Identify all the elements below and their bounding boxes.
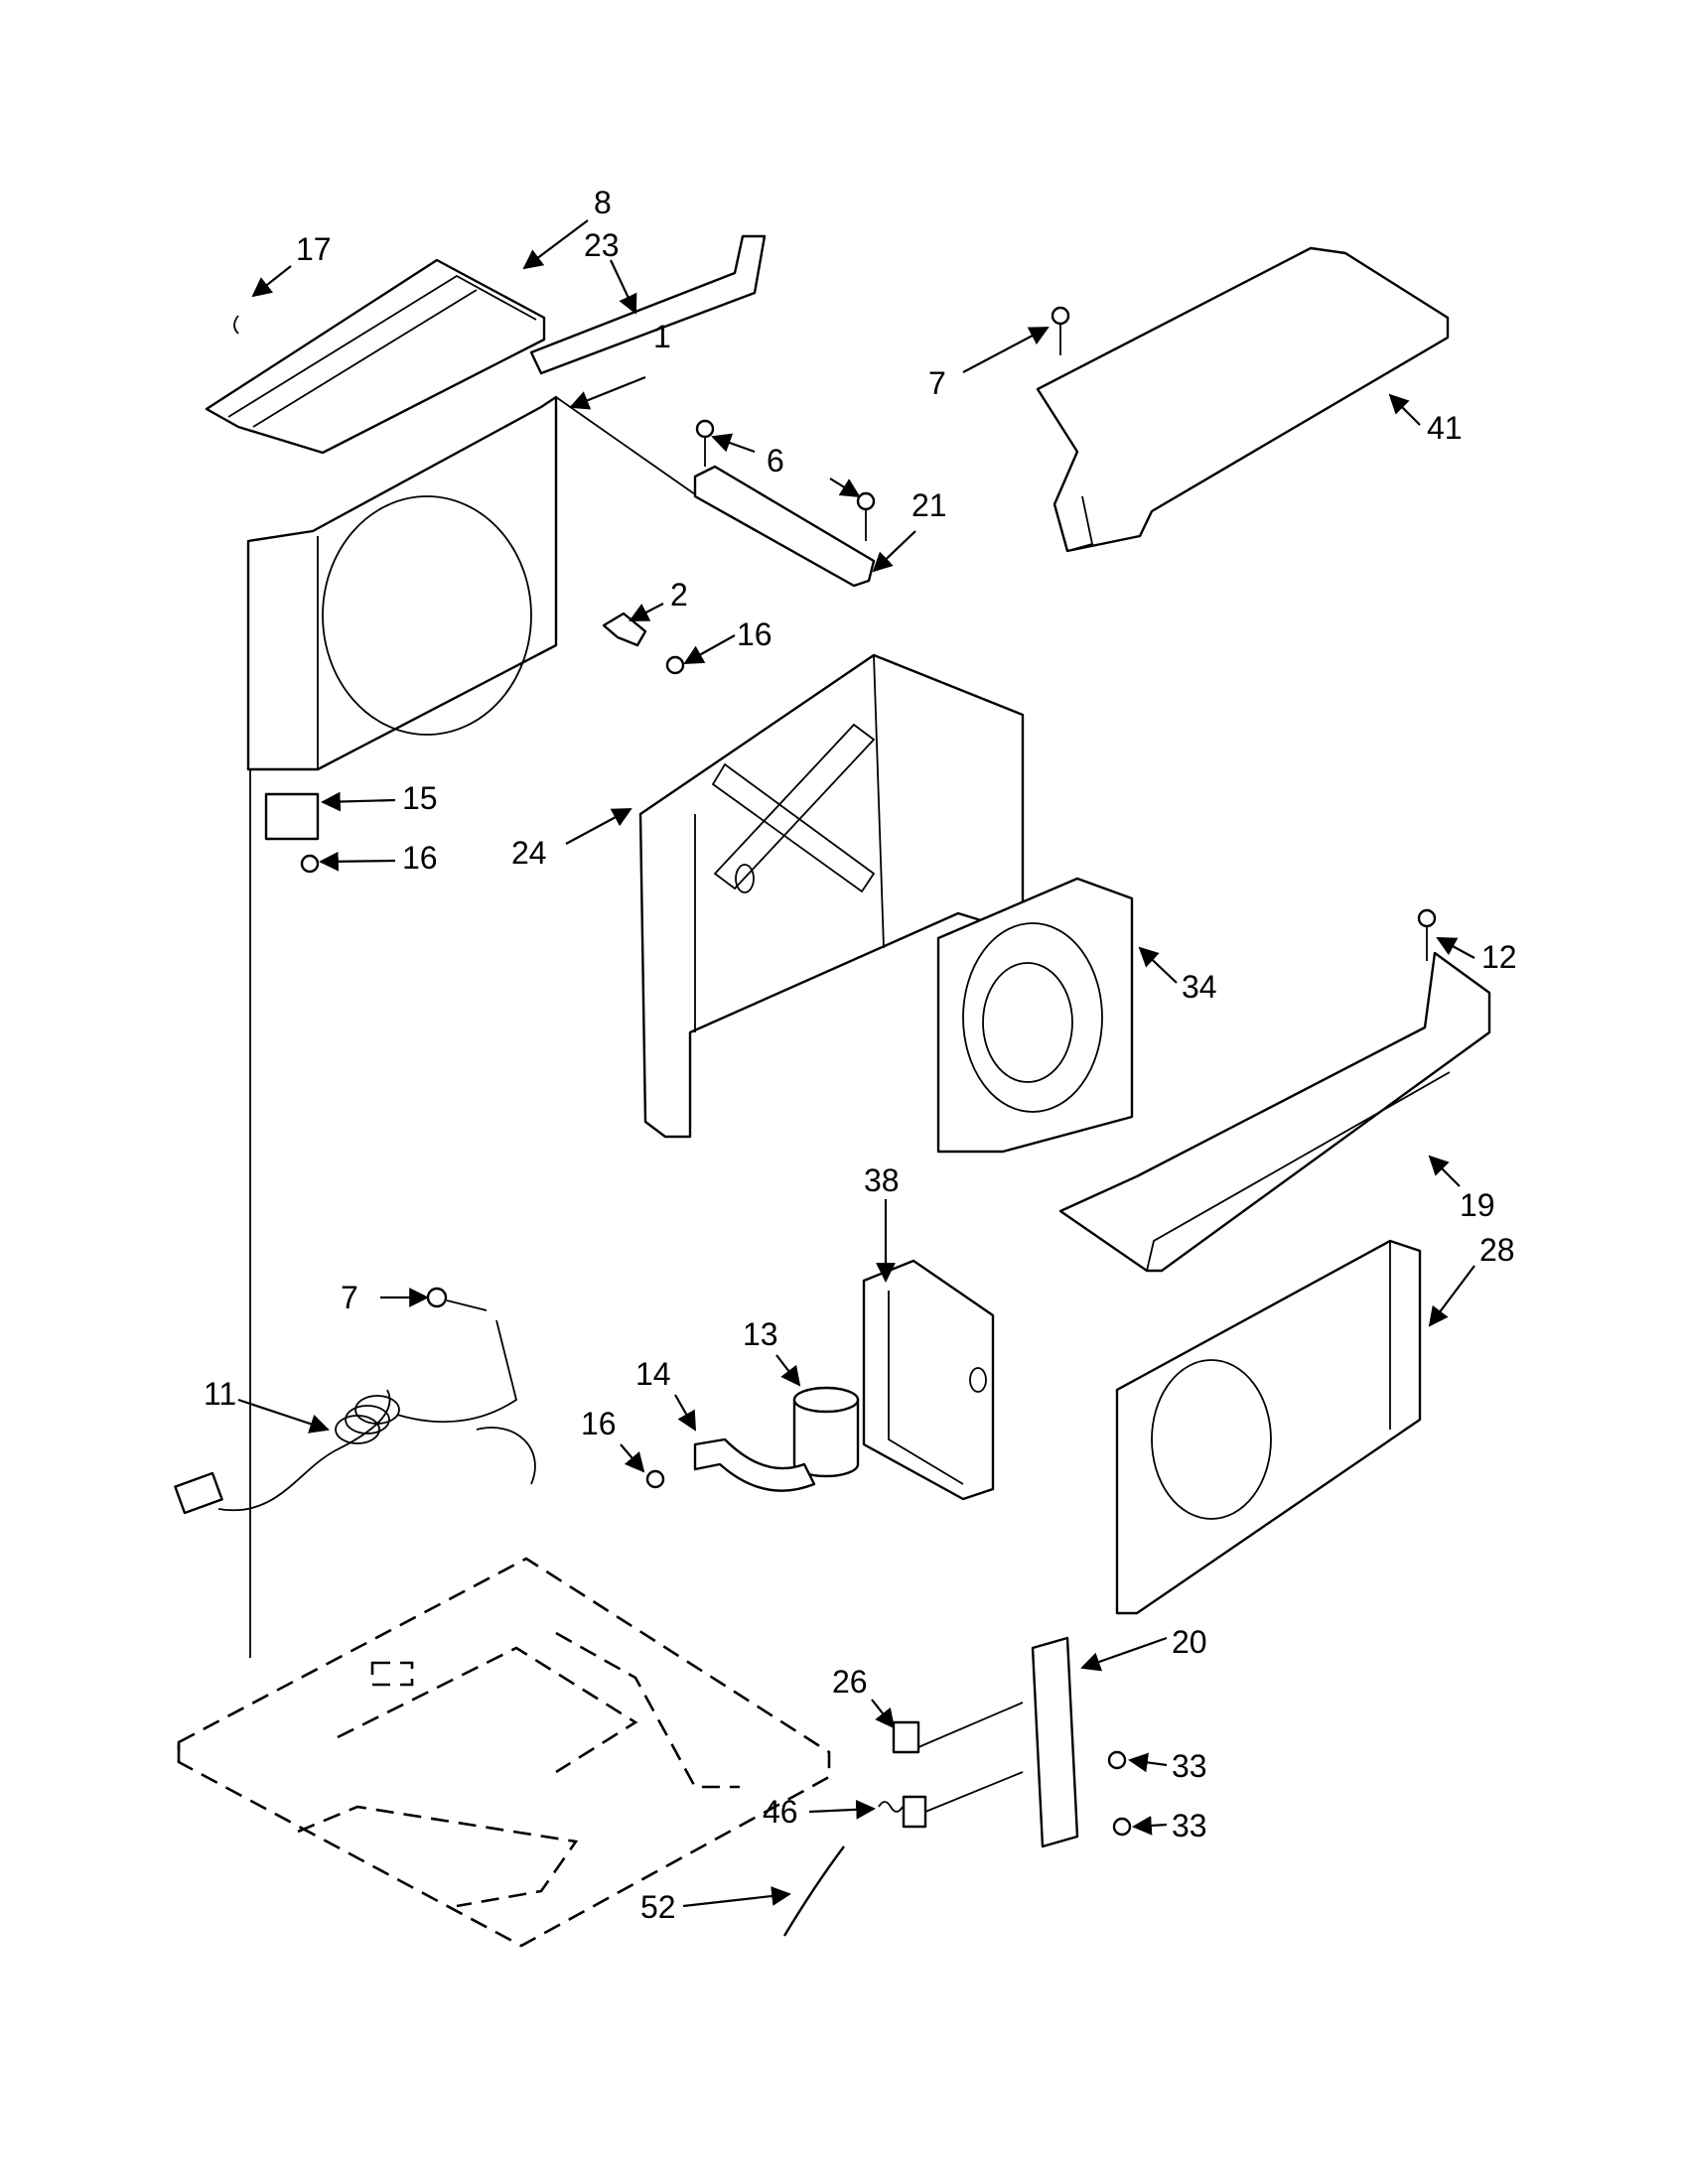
part-21-bracket xyxy=(693,465,876,588)
part-2-clip xyxy=(602,612,685,675)
part-38-bracket xyxy=(862,1259,995,1501)
callout-41: 41 xyxy=(1427,410,1463,446)
callout-labels: 8 17 23 1 6 21 7 41 2 16 15 16 24 34 12 … xyxy=(204,185,1517,1925)
callout-1: 1 xyxy=(653,319,671,354)
part-14-strap xyxy=(645,1437,816,1492)
callout-15: 15 xyxy=(402,780,438,816)
callout-52: 52 xyxy=(640,1889,676,1925)
part-23-gasket xyxy=(529,234,767,375)
callout-16-lower: 16 xyxy=(581,1406,617,1441)
callout-7-lower: 7 xyxy=(341,1280,358,1315)
part-19-rail xyxy=(1058,951,1491,1273)
part-52-tube xyxy=(782,1845,845,1937)
part-15-plate xyxy=(264,792,320,874)
callout-19: 19 xyxy=(1460,1187,1495,1223)
callout-16-mid: 16 xyxy=(402,840,438,876)
part-7-screw-lower xyxy=(426,1287,488,1311)
part-26-switch xyxy=(892,1702,1024,1754)
part-13-capacitor xyxy=(792,1386,860,1478)
callout-33-lower: 33 xyxy=(1172,1808,1207,1843)
leader-lines xyxy=(237,219,1475,1908)
part-20-bracket xyxy=(1031,1636,1079,1848)
callout-26: 26 xyxy=(832,1664,868,1700)
part-34-blower-housing xyxy=(936,877,1134,1154)
part-24-bulkhead xyxy=(638,653,1025,1139)
callout-2: 2 xyxy=(670,577,688,613)
callout-17: 17 xyxy=(296,231,332,267)
callout-33-upper: 33 xyxy=(1172,1748,1207,1784)
callout-12: 12 xyxy=(1481,939,1517,975)
callout-21: 21 xyxy=(912,487,947,523)
part-6-screws xyxy=(695,419,876,541)
part-1-fan-shroud xyxy=(246,395,706,771)
part-17-clip xyxy=(233,315,239,335)
part-11-power-cord xyxy=(174,1319,536,1515)
callout-46: 46 xyxy=(763,1794,798,1830)
callout-20: 20 xyxy=(1172,1624,1207,1660)
callout-8: 8 xyxy=(594,185,612,220)
callout-14: 14 xyxy=(635,1356,671,1392)
part-46-switch xyxy=(878,1771,1024,1829)
part-33-screws xyxy=(1107,1750,1132,1837)
part-8-top-channel xyxy=(205,258,546,455)
callout-28: 28 xyxy=(1479,1232,1515,1268)
part-28-condenser-panel xyxy=(1115,1239,1422,1615)
callout-16-upper: 16 xyxy=(737,616,772,652)
callout-11: 11 xyxy=(204,1376,236,1412)
part-12-screw xyxy=(1417,908,1437,961)
callout-13: 13 xyxy=(743,1316,778,1352)
callout-23: 23 xyxy=(584,227,620,263)
base-pan xyxy=(177,1557,831,1948)
part-41-top-panel xyxy=(1036,246,1450,553)
callout-38: 38 xyxy=(864,1162,900,1198)
callout-6: 6 xyxy=(767,443,784,478)
callout-7-top: 7 xyxy=(928,365,946,401)
callout-34: 34 xyxy=(1182,969,1217,1005)
callout-24: 24 xyxy=(511,835,547,871)
